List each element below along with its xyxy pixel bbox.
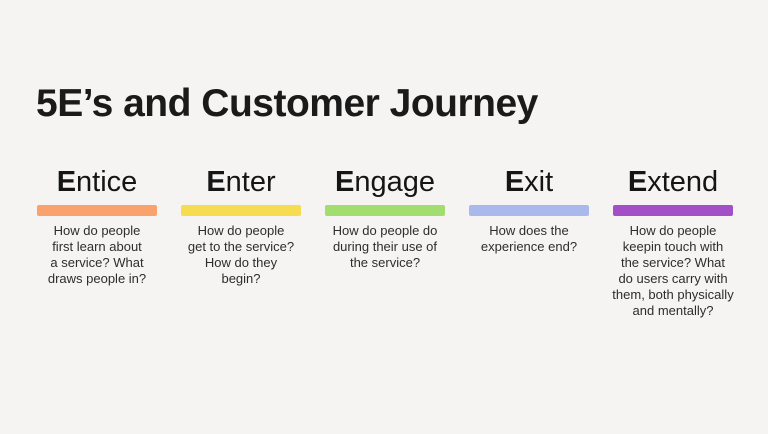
stage-heading-rest: xtend	[647, 166, 719, 198]
stage-description-exit: How does the experience end?	[480, 223, 578, 254]
stage-initial: E	[206, 166, 226, 198]
stage-heading-entice: Entice	[57, 162, 138, 202]
stage-color-bar-enter	[181, 205, 301, 216]
stage-heading-extend: Extend	[628, 162, 718, 202]
stage-heading-enter: Enter	[206, 162, 275, 202]
stage-description-engage: How do people do during their use of the…	[332, 223, 438, 270]
stage-heading-rest: ngage	[354, 166, 435, 198]
stage-description-extend: How do people keepin touch with the serv…	[612, 223, 734, 318]
page-title: 5E’s and Customer Journey	[36, 82, 538, 126]
stage-color-bar-extend	[613, 205, 733, 216]
stage-column-exit: Exit How does the experience end?	[457, 162, 601, 319]
stage-color-bar-entice	[37, 205, 157, 216]
stage-initial: E	[56, 166, 77, 198]
stage-column-engage: Engage How do people do during their use…	[313, 162, 457, 319]
stage-initial: E	[504, 166, 525, 198]
stage-column-extend: Extend How do people keepin touch with t…	[601, 162, 745, 319]
stage-description-enter: How do people get to the service? How do…	[187, 223, 295, 286]
stage-heading-rest: xit	[524, 166, 554, 198]
stage-heading-engage: Engage	[335, 162, 435, 202]
stage-initial: E	[335, 166, 355, 198]
stage-initial: E	[627, 166, 648, 198]
stage-column-enter: Enter How do people get to the service? …	[169, 162, 313, 319]
stage-color-bar-engage	[325, 205, 445, 216]
stage-heading-rest: nter	[225, 166, 276, 198]
stage-description-entice: How do people first learn about a servic…	[47, 223, 147, 286]
journey-stages-row: Entice How do people first learn about a…	[25, 162, 745, 319]
stage-column-entice: Entice How do people first learn about a…	[25, 162, 169, 319]
stage-heading-rest: ntice	[76, 166, 138, 198]
stage-color-bar-exit	[469, 205, 589, 216]
stage-heading-exit: Exit	[505, 162, 553, 202]
